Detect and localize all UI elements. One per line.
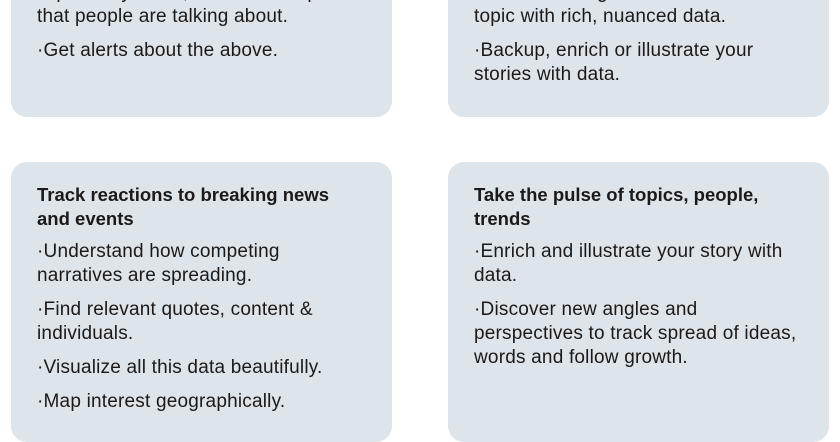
bullet: ·Understand how competing narratives are…	[37, 241, 280, 286]
use-case-card-pulse: Take the pulse of topics, people, trends…	[448, 162, 829, 442]
bullet: ·Find relevant quotes, content & individ…	[37, 299, 313, 344]
bullet: ·Demonstrate general interest in a topic…	[474, 0, 768, 27]
card-title: Track reactions to breaking news and eve…	[37, 184, 329, 229]
bullet: ·Map interest geographically.	[37, 391, 286, 412]
bullet: ·Get alerts about the above.	[37, 40, 279, 61]
bullet: ·Discover new angles and perspectives to…	[474, 299, 797, 368]
bullet: ·Spot story ideas, trends and topics tha…	[37, 0, 342, 27]
bullet: ·Backup, enrich or illustrate your stori…	[474, 40, 754, 85]
use-case-card-story-ideas: ·Spot story ideas, trends and topics tha…	[11, 0, 392, 117]
use-case-card-breaking-news: Track reactions to breaking news and eve…	[11, 162, 392, 442]
bullet: ·Visualize all this data beautifully.	[37, 357, 323, 378]
card-title: Take the pulse of topics, people, trends	[474, 184, 759, 229]
bullet: ·Enrich and illustrate your story with d…	[474, 241, 783, 286]
use-case-card-general-interest: ·Demonstrate general interest in a topic…	[448, 0, 829, 117]
